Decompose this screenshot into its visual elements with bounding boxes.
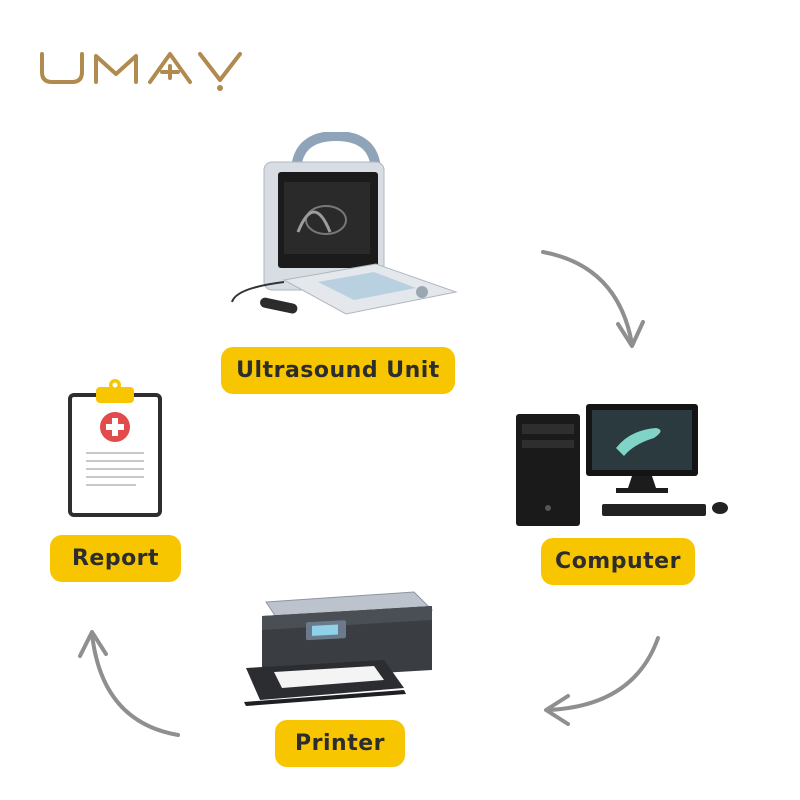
umay-logo-icon (40, 52, 242, 91)
node-label-ultrasound: Ultrasound Unit (221, 347, 455, 394)
arrowhead-computer-to-printer (544, 694, 570, 726)
arrowhead-ultrasound-to-computer (616, 320, 645, 348)
printer-device (234, 576, 436, 710)
arrowhead-printer-to-report (78, 630, 108, 658)
node-label-printer: Printer (275, 720, 405, 767)
node-label-computer: Computer (541, 538, 695, 585)
brand-logo (38, 44, 243, 96)
node-label-report: Report (50, 535, 181, 582)
clipboard-report (66, 377, 164, 519)
arrow-ultrasound-to-computer (541, 250, 634, 346)
computer-workstation-icon (516, 404, 728, 526)
printer-icon (244, 591, 434, 706)
computer-workstation (506, 404, 736, 528)
ultrasound-device-icon (231, 132, 458, 315)
ultrasound-device (226, 132, 462, 322)
arrow-printer-to-report (90, 632, 180, 737)
clipboard-report-icon (68, 379, 162, 517)
arrow-computer-to-printer (546, 636, 660, 712)
